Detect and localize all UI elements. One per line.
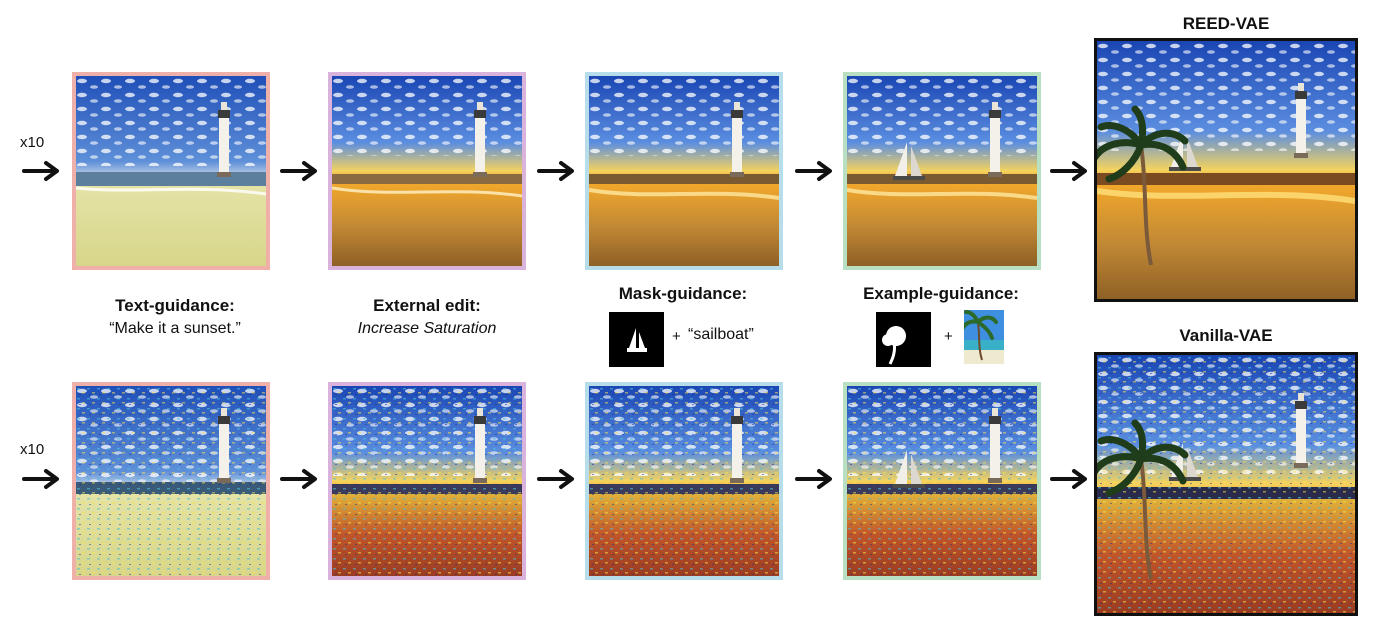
arrow-right-icon [1050, 469, 1087, 489]
text-guidance-title: Text-guidance: [115, 296, 235, 315]
bottom-text-guidance-image [72, 382, 270, 580]
reed-vae-output-image [1094, 38, 1358, 302]
top-text-guidance-image [72, 72, 270, 270]
bottom-mask-guidance-image [585, 382, 783, 580]
vanilla-vae-title: Vanilla-VAE [1179, 326, 1273, 345]
mask-plus-sign: + [672, 328, 681, 345]
arrow-right-icon [795, 469, 832, 489]
example-guidance-title: Example-guidance: [863, 284, 1019, 303]
arrow-right-icon [22, 469, 59, 489]
mask-guidance-title: Mask-guidance: [618, 284, 748, 303]
top-external-edit-image [328, 72, 526, 270]
bottom-external-edit-image [328, 382, 526, 580]
palm-example-thumbnail [964, 310, 1004, 364]
top-row-multiplier: x10 [20, 134, 45, 151]
mask-guidance-label: Mask-guidance: [568, 284, 798, 304]
palm-mask-thumbnail [876, 312, 931, 367]
arrow-right-icon [280, 469, 317, 489]
bottom-row-multiplier: x10 [20, 441, 45, 458]
example-guidance-label: Example-guidance: [826, 284, 1056, 304]
external-edit-label: External edit: Increase Saturation [312, 296, 542, 338]
top-mask-guidance-image [585, 72, 783, 270]
bottom-example-guidance-image [843, 382, 1041, 580]
top-example-guidance-image [843, 72, 1041, 270]
arrow-right-icon [537, 161, 574, 181]
text-guidance-label: Text-guidance: “Make it a sunset.” [60, 296, 290, 338]
vanilla-vae-output-image [1094, 352, 1358, 616]
external-edit-description: Increase Saturation [357, 320, 497, 337]
arrow-right-icon [1050, 161, 1087, 181]
reed-vae-title: REED-VAE [1182, 14, 1270, 33]
arrow-right-icon [22, 161, 59, 181]
arrow-right-icon [795, 161, 832, 181]
sailboat-mask-thumbnail [609, 312, 664, 367]
text-guidance-prompt: “Make it a sunset.” [109, 320, 241, 337]
example-plus-sign: + [944, 328, 953, 345]
arrow-right-icon [537, 469, 574, 489]
arrow-right-icon [280, 161, 317, 181]
external-edit-title: External edit: [373, 296, 481, 315]
mask-text-prompt: “sailboat” [688, 326, 754, 343]
